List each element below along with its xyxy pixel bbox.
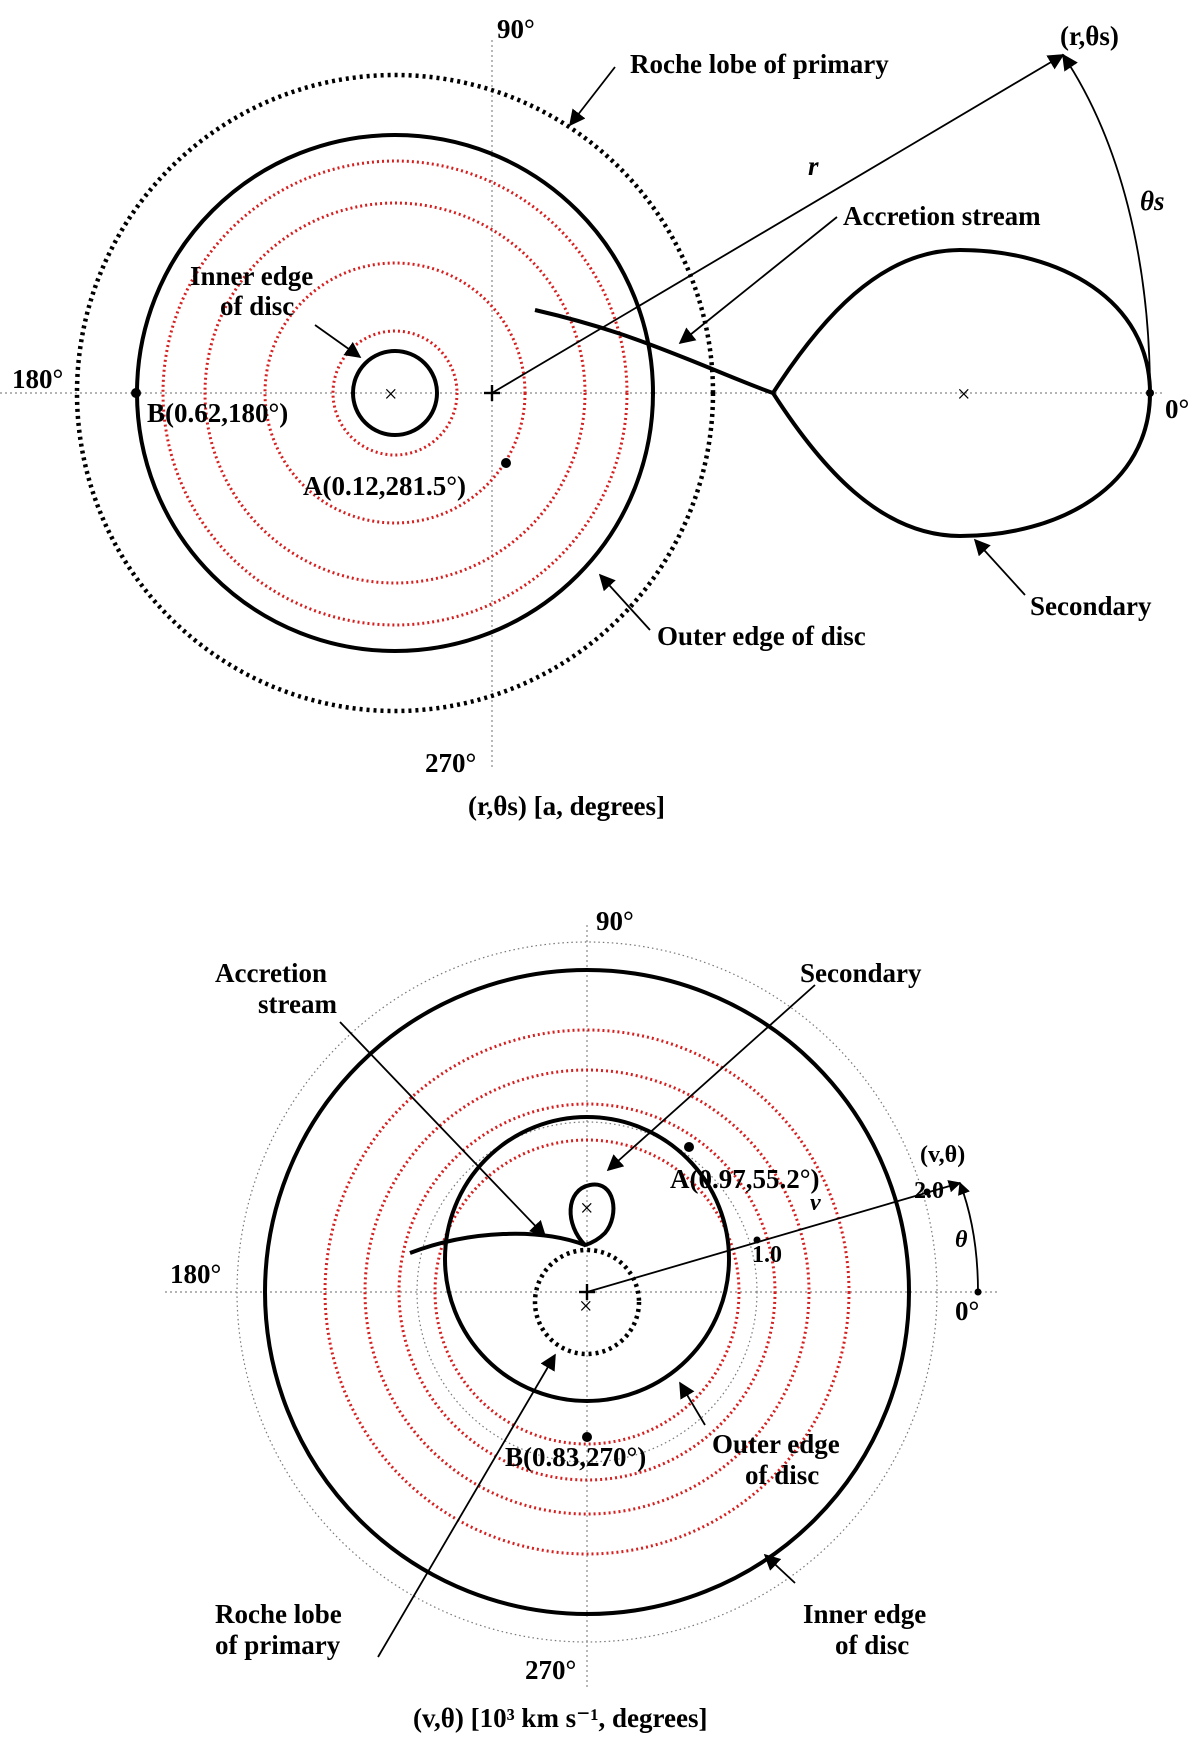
top-angle-270: 270° bbox=[425, 748, 476, 778]
bottom-secondary-leader bbox=[606, 984, 816, 1172]
top-inner-edge-disc bbox=[351, 349, 439, 437]
bottom-stream-leader bbox=[339, 1021, 547, 1238]
top-secondary-leader bbox=[973, 538, 1026, 596]
top-label-outer-edge: Outer edge of disc bbox=[657, 621, 866, 651]
top-inner-edge-leader bbox=[314, 324, 362, 358]
bottom-panel: × × 90° 180° 0° 270° 1.0 2.0 Accretion s… bbox=[165, 906, 1000, 1733]
top-accretion-stream bbox=[534, 308, 774, 395]
bottom-label-stream-1: Accretion bbox=[215, 958, 327, 988]
top-red-ring-3 bbox=[203, 201, 587, 585]
bottom-angle-0: 0° bbox=[955, 1296, 979, 1326]
top-primary-centre-mark: × bbox=[384, 382, 398, 408]
top-radius-vector bbox=[491, 54, 1065, 394]
bottom-label-inner-edge-2: of disc bbox=[835, 1630, 909, 1660]
bottom-label-inner-edge-1: Inner edge bbox=[803, 1599, 926, 1629]
top-label-point-b: B(0.62,180°) bbox=[147, 398, 288, 428]
top-panel: × × 90° 180° 0° 270° Roche lobe of prima… bbox=[0, 14, 1189, 821]
top-roche-leader bbox=[569, 66, 616, 127]
bottom-red-ring-2 bbox=[397, 1102, 777, 1482]
bottom-angle-90: 90° bbox=[596, 906, 634, 936]
top-secondary-centre-mark: × bbox=[957, 382, 971, 408]
bottom-primary-centre-mark: × bbox=[579, 1294, 593, 1320]
top-label-theta: θs bbox=[1140, 186, 1165, 216]
top-point-a-dot bbox=[501, 458, 511, 468]
top-label-secondary: Secondary bbox=[1030, 591, 1152, 621]
bottom-label-radius: v bbox=[810, 1190, 821, 1216]
top-label-radius: r bbox=[808, 151, 819, 181]
bottom-tick-2-dot bbox=[923, 1188, 931, 1196]
bottom-label-roche-2: of primary bbox=[215, 1630, 341, 1660]
top-red-ring-2 bbox=[263, 261, 527, 525]
bottom-outer-edge-leader bbox=[679, 1381, 706, 1426]
bottom-label-outer-edge-2: of disc bbox=[745, 1460, 819, 1490]
bottom-caption: (v,θ) [10³ km s⁻¹, degrees] bbox=[413, 1703, 708, 1733]
bottom-theta-arc bbox=[958, 1181, 979, 1293]
top-angle-180: 180° bbox=[12, 364, 63, 394]
bottom-angle-270: 270° bbox=[525, 1655, 576, 1685]
bottom-grid-circle-outer bbox=[236, 941, 938, 1643]
bottom-label-theta: θ bbox=[955, 1227, 968, 1253]
bottom-inner-edge-leader bbox=[763, 1553, 796, 1584]
top-red-ring-1 bbox=[331, 329, 459, 457]
top-caption: (r,θs) [a, degrees] bbox=[468, 791, 665, 821]
bottom-label-point-b: B(0.83,270°) bbox=[505, 1442, 646, 1472]
top-secondary-rim-dot bbox=[1146, 389, 1154, 397]
bottom-label-roche-1: Roche lobe bbox=[215, 1599, 342, 1629]
top-point-b-dot bbox=[131, 388, 141, 398]
top-outer-edge-leader bbox=[598, 573, 651, 631]
top-label-inner-edge-1: Inner edge bbox=[190, 261, 313, 291]
bottom-red-ring-3 bbox=[363, 1068, 811, 1516]
bottom-red-ring-4 bbox=[323, 1028, 851, 1556]
top-stream-leader bbox=[678, 216, 838, 345]
bottom-label-stream-2: stream bbox=[258, 989, 337, 1019]
bottom-label-point-a: A(0.97,55.2°) bbox=[670, 1164, 820, 1194]
bottom-radius-vector bbox=[586, 1180, 962, 1293]
bottom-secondary-lobe bbox=[568, 1182, 616, 1248]
bottom-secondary-centre-mark: × bbox=[580, 1196, 594, 1222]
bottom-tick-1-dot bbox=[753, 1236, 761, 1244]
top-label-accretion-stream: Accretion stream bbox=[843, 201, 1041, 231]
top-angle-90: 90° bbox=[497, 14, 535, 44]
top-roche-lobe bbox=[74, 72, 716, 714]
bottom-point-a-dot bbox=[684, 1142, 694, 1152]
top-red-ring-4 bbox=[161, 159, 629, 627]
bottom-roche-leader bbox=[377, 1353, 556, 1658]
bottom-angle-180: 180° bbox=[170, 1259, 221, 1289]
bottom-outer-edge-disc bbox=[443, 1115, 731, 1403]
top-label-roche-lobe: Roche lobe of primary bbox=[630, 49, 889, 79]
bottom-tick-1-label: 1.0 bbox=[752, 1242, 782, 1268]
bottom-accretion-stream bbox=[409, 1231, 586, 1255]
bottom-label-v-theta-point: (v,θ) bbox=[920, 1142, 965, 1168]
bottom-label-secondary: Secondary bbox=[800, 958, 922, 988]
bottom-label-outer-edge-1: Outer edge bbox=[712, 1429, 840, 1459]
bottom-inner-edge-disc bbox=[263, 968, 911, 1616]
bottom-red-ring-1 bbox=[433, 1138, 741, 1446]
top-label-inner-edge-2: of disc bbox=[220, 291, 294, 321]
bottom-grid-circle-inner bbox=[416, 1121, 758, 1463]
top-angle-0: 0° bbox=[1165, 394, 1189, 424]
top-theta-arc bbox=[1062, 53, 1151, 394]
bottom-theta-origin-dot bbox=[974, 1288, 982, 1296]
top-label-point-a: A(0.12,281.5°) bbox=[303, 471, 466, 501]
top-label-r-theta-point: (r,θs) bbox=[1060, 21, 1119, 51]
bottom-tick-2-label: 2.0 bbox=[914, 1178, 944, 1204]
bottom-point-b-dot bbox=[582, 1432, 592, 1442]
bottom-roche-lobe bbox=[532, 1247, 642, 1357]
